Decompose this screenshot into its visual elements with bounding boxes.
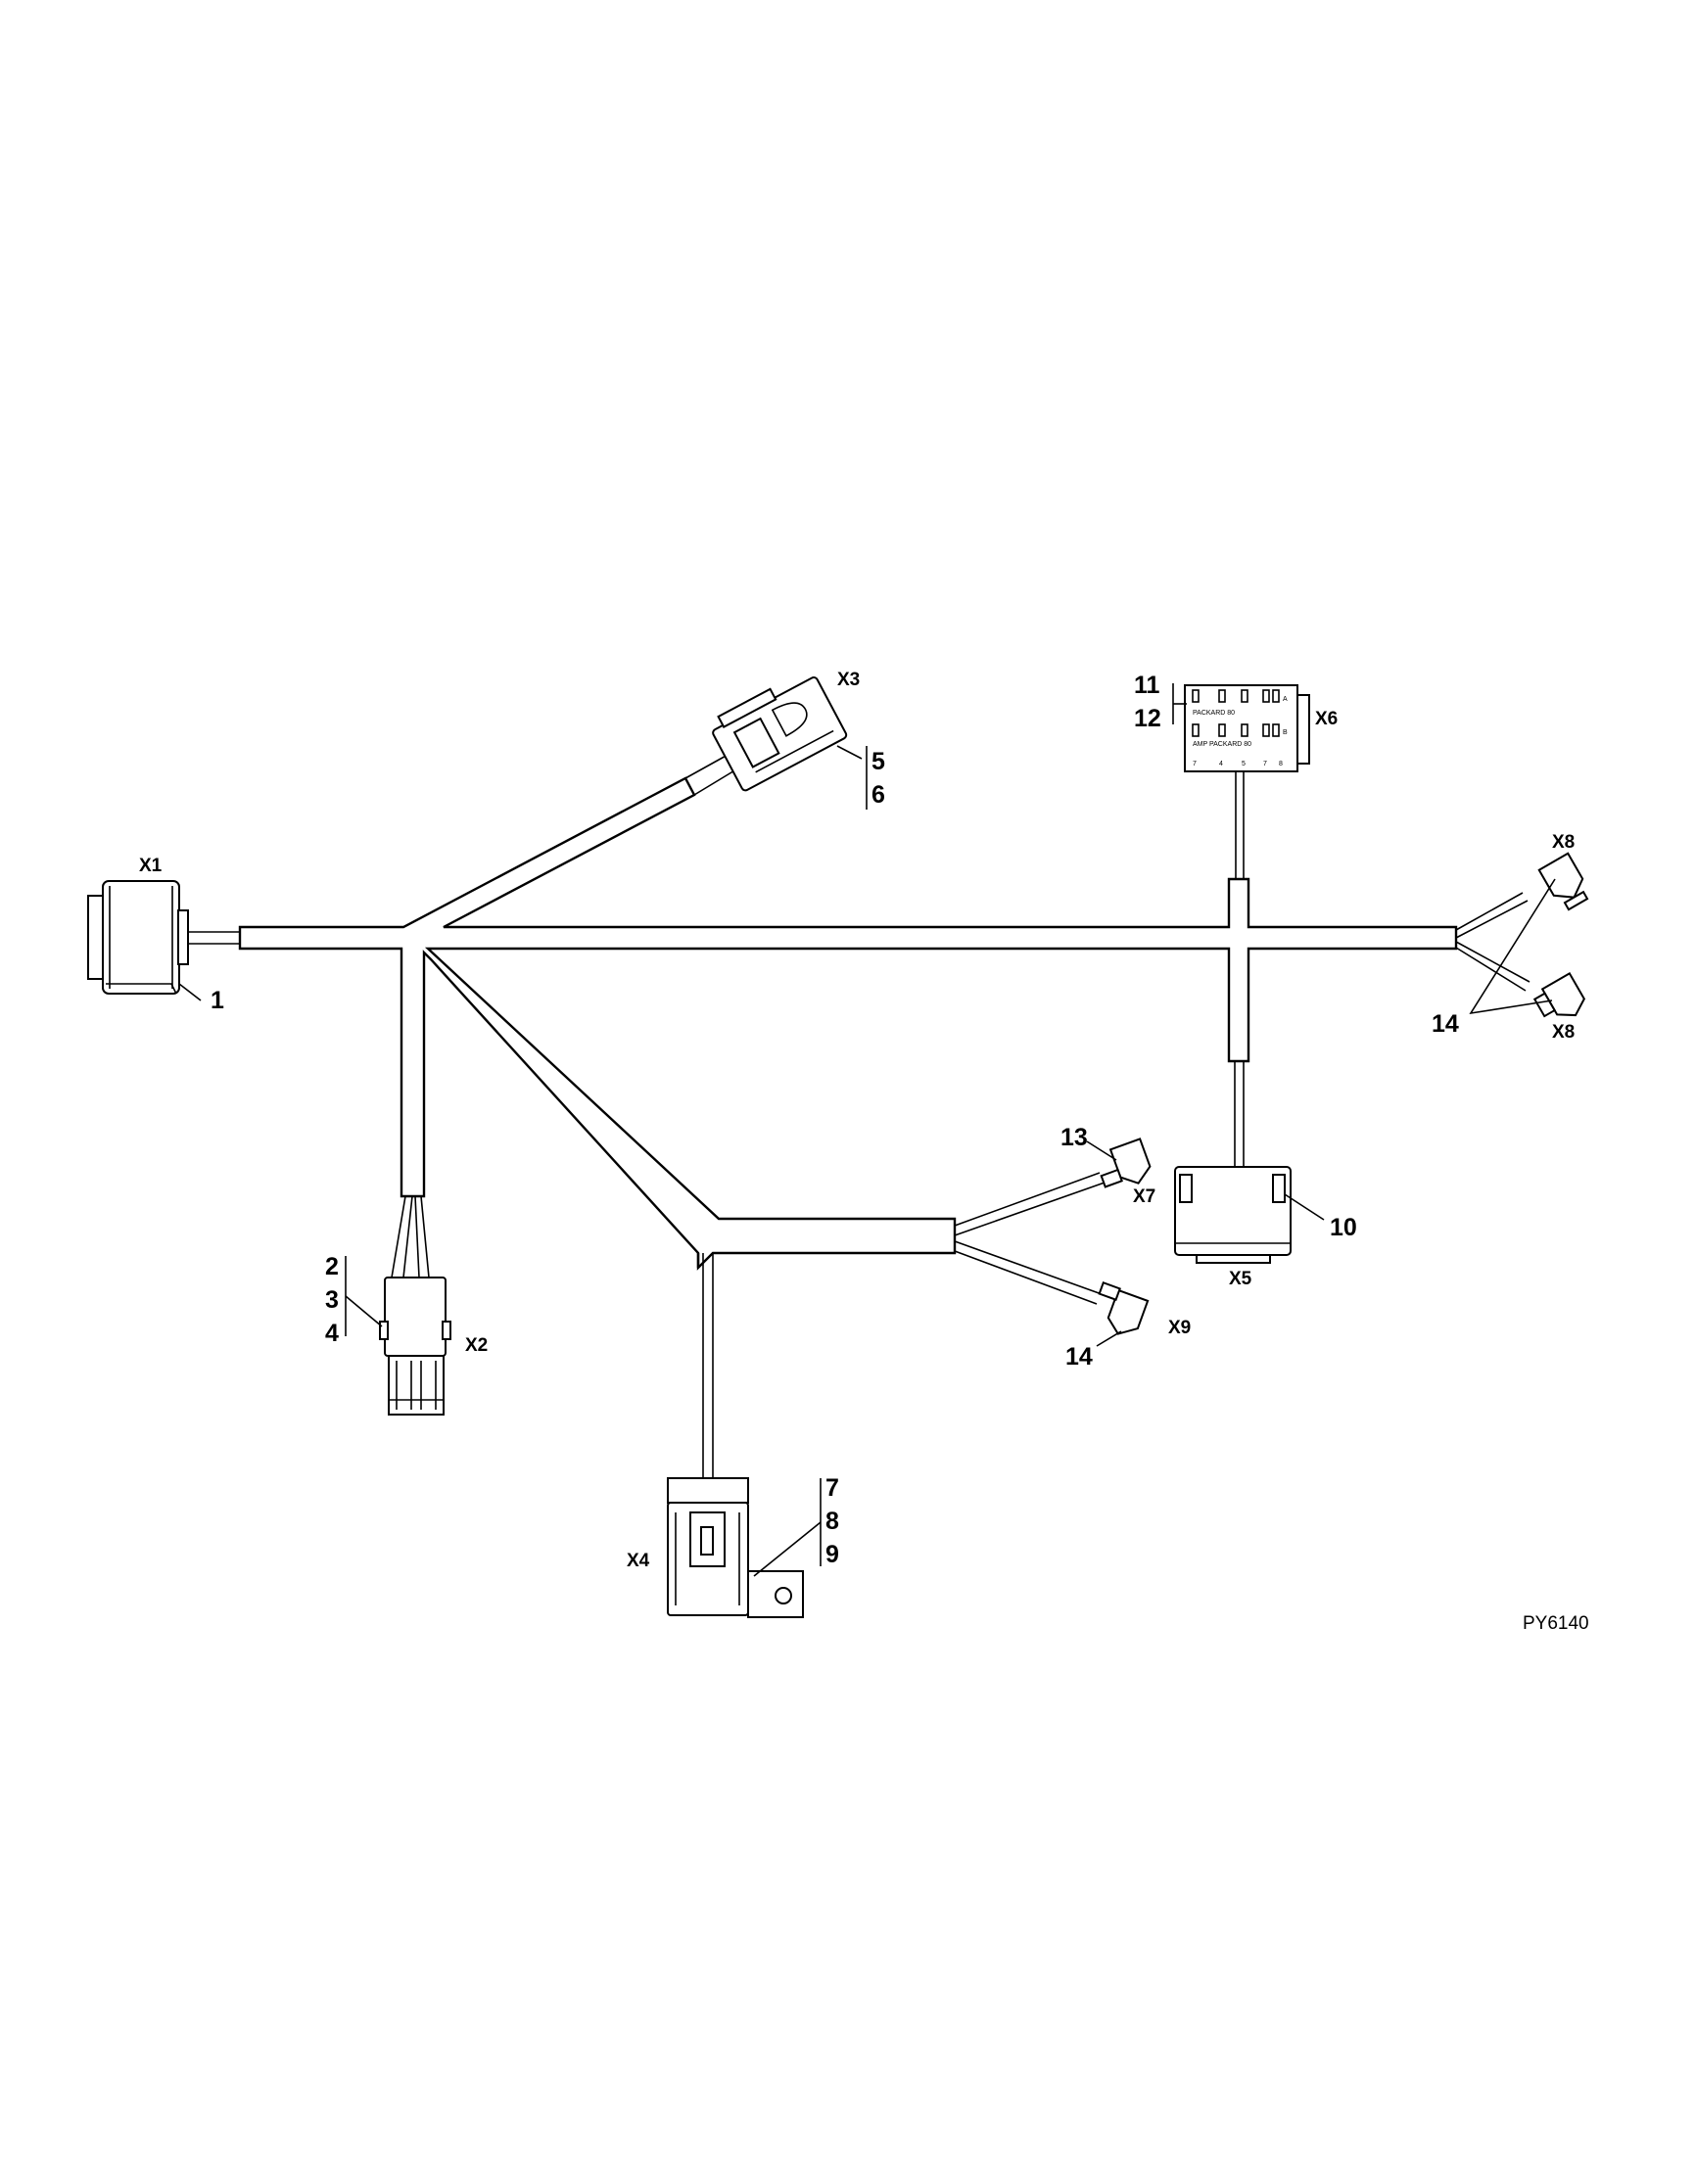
connector-x8-upper [1537, 852, 1589, 911]
connector-label-x1: X1 [139, 856, 163, 876]
connector-x2 [379, 1277, 451, 1416]
callout-8: 8 [825, 1508, 839, 1535]
main-trunk-outline [238, 776, 1458, 1271]
callout-13: 13 [1060, 1124, 1088, 1151]
connector-x6: PACKARD 80 AMP PACKARD 80 A B 7 4 5 7 8 [1184, 684, 1310, 772]
x6-pin-label: 5 [1242, 761, 1246, 767]
callout-5: 5 [871, 748, 885, 775]
connector-x7 [1100, 1138, 1152, 1188]
callout-11: 11 [1134, 672, 1160, 699]
callout-3: 3 [325, 1286, 339, 1314]
connector-x5 [1174, 1166, 1292, 1264]
connector-x3 [712, 676, 848, 792]
connector-x8-lower [1532, 972, 1585, 1018]
callout-4: 4 [325, 1320, 339, 1347]
x6-face-row1: PACKARD 80 [1193, 710, 1235, 717]
connector-label-x2: X2 [465, 1335, 488, 1356]
x6-pin-label: 4 [1219, 761, 1223, 767]
callout-7: 7 [825, 1474, 839, 1502]
x6-face-letter-a: A [1283, 696, 1288, 703]
connector-x9 [1098, 1280, 1150, 1335]
callout-2: 2 [325, 1253, 339, 1280]
callout-12: 12 [1134, 705, 1161, 732]
connector-label-x6: X6 [1315, 709, 1338, 729]
connector-label-x8-upper: X8 [1552, 832, 1575, 853]
connector-label-x4: X4 [627, 1551, 650, 1571]
harness-trunk [238, 776, 1458, 1271]
callout-6: 6 [871, 781, 885, 809]
callout-leader-14-x8 [1469, 878, 1556, 1015]
x6-face-letter-b: B [1283, 729, 1288, 736]
connector-label-x9: X9 [1168, 1318, 1191, 1338]
figure-reference-code: PY6140 [1523, 1613, 1589, 1634]
callout-10: 10 [1330, 1214, 1357, 1241]
connector-label-x8-lower: X8 [1552, 1022, 1575, 1043]
callout-14-x9: 14 [1065, 1343, 1093, 1371]
connector-label-x5: X5 [1229, 1269, 1252, 1289]
connector-x1 [87, 880, 202, 1001]
x6-face-row2: AMP PACKARD 80 [1193, 741, 1251, 748]
x6-pin-label: 8 [1279, 761, 1283, 767]
callout-14-x8: 14 [1432, 1010, 1459, 1038]
harness-wires [186, 753, 1530, 1478]
callout-1: 1 [211, 987, 224, 1014]
x6-pin-label: 7 [1263, 761, 1267, 767]
connector-label-x7: X7 [1133, 1186, 1155, 1207]
x6-pin-label: 7 [1193, 761, 1197, 767]
connector-x4 [667, 1477, 804, 1618]
connector-label-x3: X3 [837, 670, 860, 690]
callout-9: 9 [825, 1541, 839, 1568]
